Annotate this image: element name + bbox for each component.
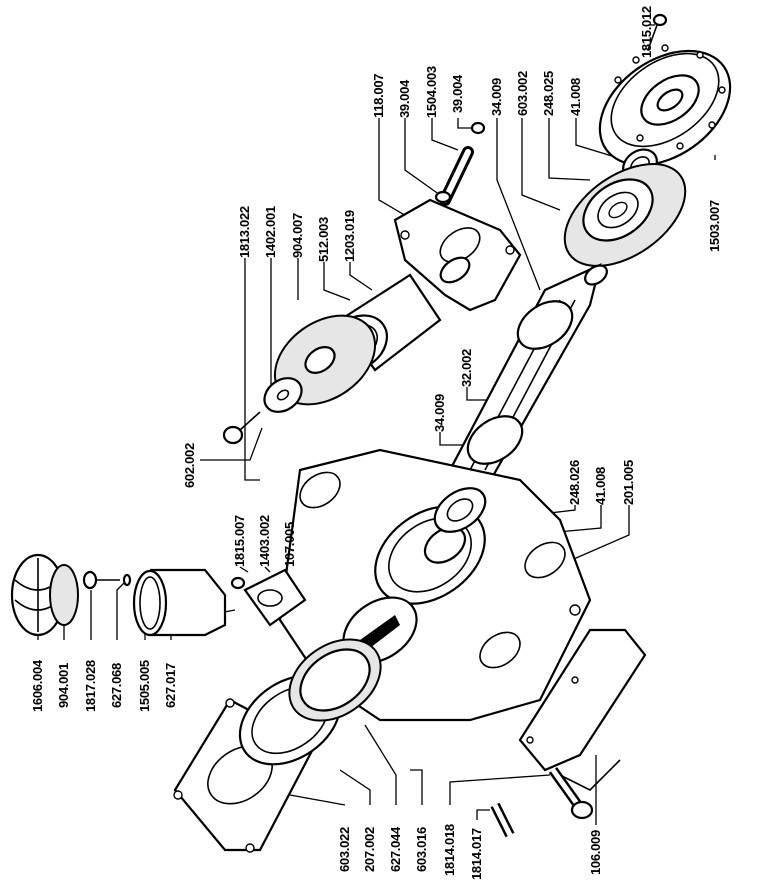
- pin-1504-003: [434, 121, 486, 206]
- part-label: 1813.022: [237, 206, 252, 258]
- part-label: 512.003: [316, 217, 331, 262]
- part-label: 118.007: [371, 73, 386, 118]
- part-label: 39.004: [450, 75, 465, 113]
- leader-lines: [37, 24, 716, 825]
- leader-207-002: [339, 769, 371, 805]
- leader-248-025: [548, 118, 591, 181]
- screw-1817-028: [82, 570, 120, 590]
- part-label: 603.002: [515, 71, 530, 116]
- part-label: 904.001: [56, 663, 71, 708]
- part-label: 1815.012: [639, 6, 654, 58]
- leader-39-004b: [457, 118, 472, 129]
- part-label: 1503.007: [707, 200, 722, 252]
- bolt-1814-018: [548, 767, 594, 820]
- leader-39-004a: [404, 118, 441, 196]
- leader-34-009a: [496, 118, 541, 291]
- part-label: 904.007: [290, 213, 305, 258]
- leader-41-008a: [575, 118, 626, 161]
- part-label: 248.026: [567, 460, 582, 505]
- part-label: 41.008: [568, 78, 583, 116]
- leader-603-022: [289, 794, 346, 806]
- part-label: 201.005: [621, 460, 636, 505]
- part-label: 32.002: [459, 349, 474, 387]
- flange-1403-002: [230, 568, 307, 627]
- gasket-603-002: [563, 163, 687, 267]
- leader-627-068: [116, 581, 126, 640]
- cylinder-1505-005: [132, 568, 227, 637]
- leader-603-002: [521, 118, 561, 211]
- part-label: 627.017: [163, 663, 178, 708]
- part-label: 1504.003: [424, 66, 439, 118]
- bolt-1814-017: [490, 802, 515, 838]
- part-label: 1817.028: [83, 660, 98, 712]
- leader-1815-007: [239, 566, 249, 573]
- leader-1814-017: [476, 809, 490, 820]
- screw-1815-012: [647, 13, 668, 51]
- part-label: 1815.007: [232, 515, 247, 567]
- part-label: 1402.001: [263, 206, 278, 258]
- leader-32-002: [466, 387, 492, 401]
- part-label: 1203.019: [342, 210, 357, 262]
- part-label: 34.009: [489, 78, 504, 116]
- washer-1402-001: [263, 377, 303, 413]
- leader-1814-018: [449, 774, 551, 805]
- part-label: 41.008: [593, 467, 608, 505]
- leader-1813-022: [244, 258, 260, 481]
- part-label: 1403.002: [257, 515, 272, 567]
- leader-512-003: [323, 262, 351, 301]
- part-label: 106.009: [588, 830, 603, 875]
- bracket-118-007: [393, 198, 522, 312]
- leader-627-044: [364, 724, 397, 805]
- part-label: 207.002: [362, 827, 377, 872]
- bolt-1813-022: [222, 411, 261, 445]
- part-label: 603.022: [337, 827, 352, 872]
- oring-627-068: [122, 573, 132, 587]
- part-label: 1606.004: [30, 660, 45, 712]
- leader-1403-002: [264, 566, 271, 573]
- leader-1504-003: [431, 118, 459, 151]
- part-label: 1814.018: [442, 824, 457, 876]
- leader-602-002: [200, 427, 263, 461]
- support-bracket-106-009: [518, 628, 647, 791]
- end-cover-1503-007: [598, 44, 732, 167]
- part-label: 34.009: [432, 394, 447, 432]
- disc-904-001: [49, 564, 79, 626]
- leader-34-009b: [439, 432, 467, 446]
- part-label: 107.005: [282, 522, 297, 567]
- part-label: 39.004: [397, 80, 412, 118]
- part-label: 248.025: [541, 71, 556, 116]
- gasket-627-044: [288, 638, 382, 722]
- part-label: 627.068: [109, 663, 124, 708]
- shaft-32-002: [448, 263, 608, 492]
- part-label: 1814.017: [469, 828, 484, 880]
- leader-603-016: [410, 769, 423, 805]
- leader-201-005: [559, 505, 630, 566]
- disc-904-007: [273, 314, 377, 406]
- part-label: 1505.005: [137, 660, 152, 712]
- leader-1203-019: [349, 262, 373, 291]
- part-label: 603.016: [414, 827, 429, 872]
- part-label: 602.002: [182, 443, 197, 488]
- part-label: 627.044: [388, 827, 403, 872]
